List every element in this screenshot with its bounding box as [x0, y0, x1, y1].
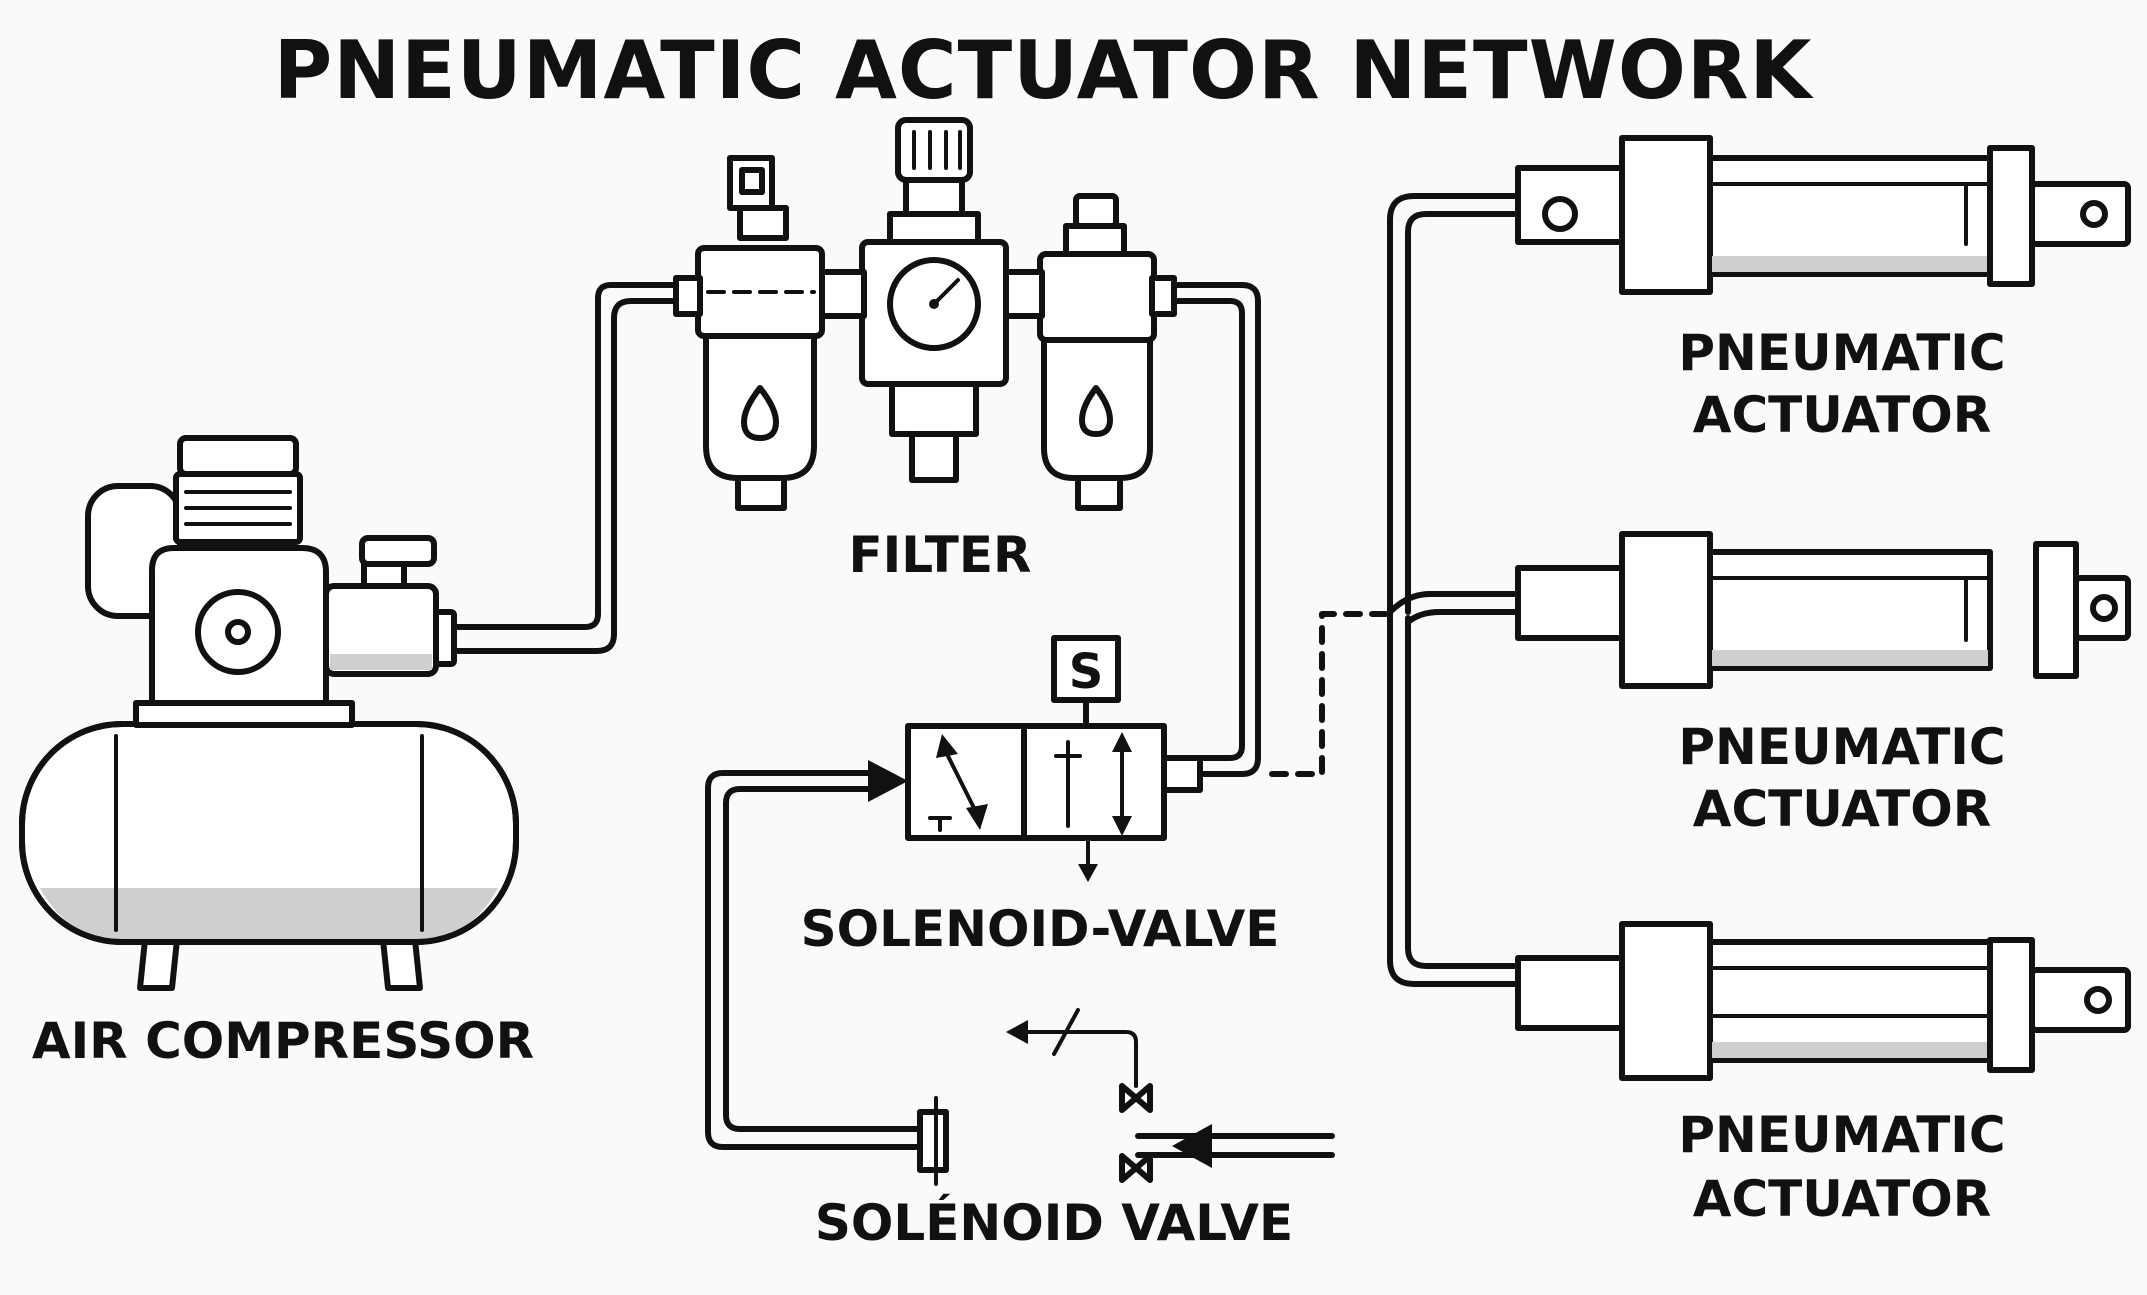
actuator-2-label-line1: PNEUMATIC [1678, 718, 2005, 776]
lower-solenoid-valve-label: SOLÉNOID VALVE [815, 1193, 1293, 1252]
solenoid-valve-label: SOLENOID-VALVE [801, 900, 1280, 958]
inlet-arrow-icon [1172, 1124, 1212, 1168]
signal-arrow-icon [1006, 1020, 1028, 1044]
air-compressor-label: AIR COMPRESSOR [32, 1012, 534, 1070]
pneumatic-cylinder-icon [1515, 921, 2131, 1081]
pipe-lower-solenoid [1135, 1124, 1335, 1168]
pipe-supply-loop [705, 760, 923, 1150]
pipe-network [445, 193, 1521, 1168]
lower-solenoid-valve-icon: SOLÉNOID VALVE [815, 1008, 1293, 1252]
flow-arrow-icon [868, 760, 908, 802]
pipe-compressor-to-filter [445, 282, 679, 654]
pipe-filter-to-valve [1163, 282, 1261, 777]
actuator-3-label-line1: PNEUMATIC [1678, 1106, 2005, 1164]
frl-unit-icon: FILTER [673, 117, 1177, 584]
actuator-1-label-line1: PNEUMATIC [1678, 324, 2005, 382]
water-drop-icon [1079, 385, 1113, 437]
water-drop-icon [741, 385, 779, 441]
actuator-1-label-line2: ACTUATOR [1693, 386, 1992, 444]
pneumatic-cylinder-icon [1515, 531, 2131, 689]
actuator-2-label-line2: ACTUATOR [1693, 780, 1992, 838]
regulator-body [859, 117, 1009, 483]
pipe-actuator-manifold [1387, 193, 1521, 987]
dashed-signal-line [1269, 611, 1393, 777]
solenoid-s-symbol: S [1069, 644, 1104, 700]
pneumatic-actuator-3: PNEUMATIC ACTUATOR [1515, 921, 2131, 1228]
pneumatic-actuator-2: PNEUMATIC ACTUATOR [1515, 531, 2131, 838]
filter-bowl-left [695, 155, 825, 511]
air-compressor-icon: AIR COMPRESSOR [19, 435, 534, 1070]
pneumatic-actuator-1: PNEUMATIC ACTUATOR [1515, 135, 2131, 444]
filter-label: FILTER [848, 526, 1031, 584]
actuator-3-label-line2: ACTUATOR [1693, 1170, 1992, 1228]
lubricator-bowl-right [1037, 193, 1157, 511]
diagram-title: PNEUMATIC ACTUATOR NETWORK [274, 24, 1815, 117]
solenoid-valve-icon: S SOLENOID-VALVE [801, 635, 1280, 958]
pneumatic-cylinder-icon [1515, 135, 2131, 295]
